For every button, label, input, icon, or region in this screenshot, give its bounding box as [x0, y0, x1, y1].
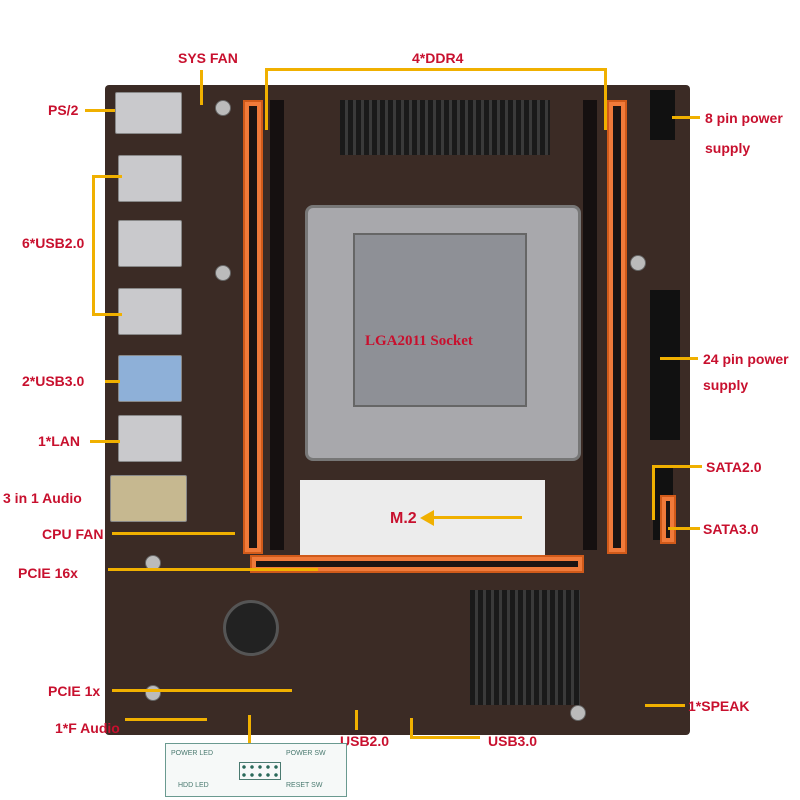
usb3-port [118, 355, 182, 402]
lan-port [118, 415, 182, 462]
label-24pin-1: 24 pin power [703, 351, 789, 367]
fp-power-led: POWER LED [171, 750, 214, 757]
label-24pin-2: supply [703, 377, 749, 393]
label-pcie16: PCIE 16x [18, 565, 78, 581]
label-speak: 1*SPEAK [688, 698, 750, 714]
label-pcie1: PCIE 1x [48, 683, 101, 699]
dimm-slot-2 [270, 100, 284, 550]
label-8pin-1: 8 pin power [705, 110, 783, 126]
usb2-port-3 [118, 288, 182, 335]
fp-hdd-led: HDD LED [178, 782, 209, 789]
m2-arrow [432, 516, 522, 519]
label-sata3: SATA3.0 [703, 521, 759, 537]
label-f-audio: 1*F Audio [55, 720, 120, 736]
label-ps2: PS/2 [48, 102, 79, 118]
label-usb2-header: USB2.0 [340, 733, 390, 749]
vrm-heatsink [340, 100, 550, 155]
label-usb2-rear: 6*USB2.0 [22, 235, 85, 251]
label-usb3-header: USB3.0 [488, 733, 538, 749]
dimm-slot-3 [583, 100, 597, 550]
label-m2: M.2 [390, 510, 417, 527]
front-panel-diagram: POWER LED POWER SW HDD LED RESET SW [165, 743, 347, 797]
fp-pin-header [239, 762, 281, 780]
sata3-port [660, 495, 676, 544]
pcie-x16-slot [250, 555, 584, 573]
label-lan: 1*LAN [38, 433, 81, 449]
fp-reset-sw: RESET SW [286, 782, 323, 789]
power-8pin-connector [650, 90, 675, 140]
label-socket: LGA2011 Socket [365, 333, 473, 349]
dimm-slot-4 [607, 100, 627, 554]
dimm-slot-1 [243, 100, 263, 554]
usb2-port-1 [118, 155, 182, 202]
label-sata2: SATA2.0 [706, 459, 762, 475]
audio-port [110, 475, 187, 522]
ps2-port [115, 92, 182, 134]
label-audio: 3 in 1 Audio [3, 490, 82, 506]
label-8pin-2: supply [705, 140, 751, 156]
fp-power-sw: POWER SW [286, 750, 326, 757]
chipset-heatsink [470, 590, 580, 705]
label-sys-fan: SYS FAN [178, 50, 238, 66]
power-24pin-connector [650, 290, 680, 440]
label-ddr4: 4*DDR4 [412, 50, 464, 66]
label-usb3-rear: 2*USB3.0 [22, 373, 85, 389]
cmos-battery [223, 600, 279, 656]
motherboard-photo [105, 85, 690, 735]
label-cpu-fan: CPU FAN [42, 526, 104, 542]
cpu-socket [305, 205, 581, 461]
usb2-port-2 [118, 220, 182, 267]
